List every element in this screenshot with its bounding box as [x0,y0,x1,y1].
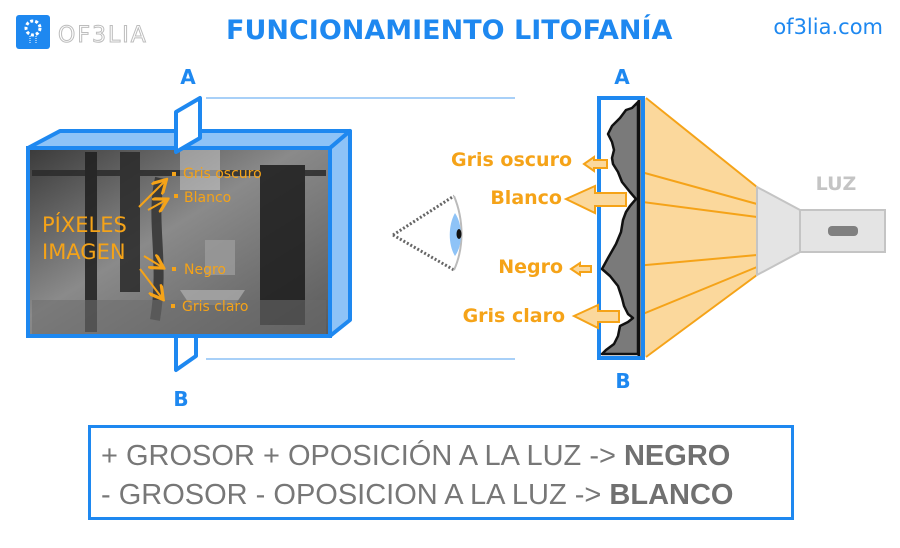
logo-badge [16,15,50,49]
rule-thinner: - GROSOR - OPOSICION A LA LUZ -> BLANCO [101,479,733,512]
section-plane-top [174,96,202,154]
rule-thicker: + GROSOR + OPOSICIÓN A LA LUZ -> NEGRO [101,440,730,473]
section-label-b-left: B [173,387,188,411]
site-link[interactable]: of3lia.com [773,15,883,39]
logo-text: OF3LIA [58,23,148,48]
rule-text: - GROSOR - OPOSICION A LA LUZ -> [101,479,610,511]
ray [632,266,758,319]
arrow-left-icon [563,184,627,215]
pointer-arrow [147,200,166,210]
pixel-marker [172,267,176,271]
section-label-b-right: B [615,369,630,393]
tone-label-light-grey: Gris claro [463,305,565,327]
pixels-label-line2: IMAGEN [42,240,126,264]
lithophane-profile: A B [597,65,645,393]
photo-label-white: Blanco [184,190,231,206]
tone-label-dark-grey: Gris oscuro [451,149,572,171]
rule-result: BLANCO [609,479,734,511]
flashlight-icon: LUZ [756,173,886,277]
section-label-a-left: A [180,65,196,89]
photo-label-black: Negro [184,262,226,278]
pixel-marker [171,304,175,308]
logo[interactable]: OF3LIA [16,15,148,49]
page-title: FUNCIONAMIENTO LITOFANÍA [226,14,673,46]
photo-label-light-grey: Gris claro [182,299,248,315]
photo-label-dark-grey: Gris oscuro [183,166,262,182]
pointer-arrow [139,268,162,298]
photo-content [32,150,326,334]
tone-label-white: Blanco [490,187,562,209]
pixel-marker [172,172,176,176]
rule-result: NEGRO [623,440,731,472]
profile-thickness [600,100,640,356]
arrow-left-icon [582,155,608,173]
lithophane-block: A B [26,65,352,411]
rule-text: + GROSOR + OPOSICIÓN A LA LUZ -> [101,440,624,472]
rules-box: + GROSOR + OPOSICIÓN A LA LUZ -> NEGRO -… [88,425,794,520]
gear-icon [24,19,42,44]
section-plane-bottom [174,334,198,372]
pointer-arrow [138,181,165,208]
beam-fill [643,97,757,358]
light-label: LUZ [816,173,857,195]
pixel-marker [174,194,178,198]
tone-label-black: Negro [498,256,563,278]
tone-annotations: Gris oscuro Blanco Negro Gris claro [451,149,627,330]
arrow-left-icon [571,303,620,330]
pointer-arrow [143,256,162,267]
pixels-label-line1: PÍXELES [42,212,127,237]
section-label-a-right: A [614,65,630,89]
block-side-face [328,129,352,338]
photo-annotations: PÍXELES IMAGEN Gris oscuro Blanco Negro … [42,166,262,315]
eye-icon [392,194,463,272]
arrow-left-icon [569,261,592,277]
